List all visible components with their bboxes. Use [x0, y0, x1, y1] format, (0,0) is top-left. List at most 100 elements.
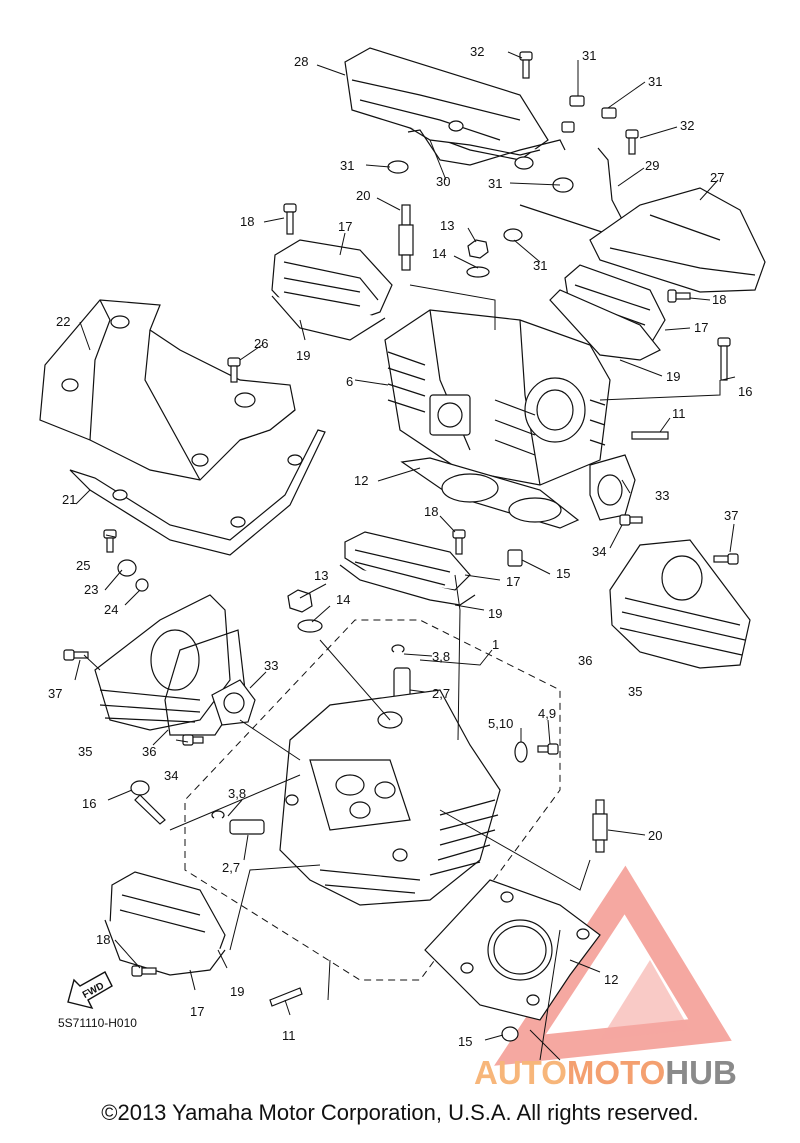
part-label: 16 [82, 796, 96, 811]
part-label: 17 [338, 219, 352, 234]
part-label: 20 [648, 828, 662, 843]
part-label: 3,8 [432, 649, 450, 664]
copyright-notice: ©2013 Yamaha Motor Corporation, U.S.A. A… [101, 1100, 699, 1125]
reference-code: 5S71110-H010 [58, 1016, 137, 1030]
part-label: 35 [628, 684, 642, 699]
gasket-12-top [400, 457, 580, 529]
part-label: 32 [470, 44, 484, 59]
gasket-33-left [211, 679, 256, 726]
watermark-text: AUTOMOTOHUB [474, 1054, 737, 1092]
part-label: 12 [604, 972, 618, 987]
part-label: 22 [56, 314, 70, 329]
gasket-33-top [589, 454, 636, 521]
assembly-outline [184, 619, 561, 981]
part-label: 19 [230, 984, 244, 999]
part-label: 18 [424, 504, 438, 519]
bolt-18-mid [452, 529, 466, 555]
part-label: 12 [354, 473, 368, 488]
part-label: 2,7 [432, 686, 450, 701]
part-label: 15 [458, 1034, 472, 1049]
bolt-34-top [619, 514, 643, 526]
cylinder-35-right [609, 539, 751, 669]
nut-13-mid [287, 589, 323, 633]
part-label: 13 [314, 568, 328, 583]
part-label: 16 [738, 384, 752, 399]
part-label: 37 [724, 508, 738, 523]
part-label: 31 [582, 48, 596, 63]
part-label: 31 [533, 258, 547, 273]
watermark-hub: HUB [665, 1054, 737, 1091]
bolt-32-right [625, 129, 639, 155]
cover-22 [39, 299, 296, 481]
parts-23-24-25 [103, 529, 149, 592]
part-label: 4,9 [538, 706, 556, 721]
bolt-37-right [713, 553, 739, 565]
cylinder-head-1 [279, 689, 501, 906]
stud-11-top [631, 431, 669, 440]
bolt-4-9 [537, 743, 559, 755]
part-label: 18 [712, 292, 726, 307]
part-label: 1 [492, 637, 499, 652]
bolt-32-top [519, 51, 533, 79]
part-label: 27 [710, 170, 724, 185]
part-label: 24 [104, 602, 118, 617]
part-label: 11 [282, 1028, 296, 1043]
part-label: 21 [62, 492, 76, 507]
fwd-arrow-icon: FWD [67, 971, 113, 1010]
part-label: 14 [432, 246, 446, 261]
part-label: 23 [84, 582, 98, 597]
part-label: 17 [190, 1004, 204, 1019]
rocker-cover-17-top [271, 239, 393, 341]
bolt-18-right [667, 289, 691, 303]
part-labels: 28 32 31 31 32 31 30 31 29 27 20 18 17 1… [48, 44, 752, 1049]
part-label: 6 [346, 374, 353, 389]
part-label: 3,8 [228, 786, 246, 801]
cylinder-head-6 [384, 309, 611, 486]
damper-31-set [387, 95, 617, 242]
part-label: 33 [655, 488, 669, 503]
part-label: 19 [488, 606, 502, 621]
rocker-cover-17-mid [339, 531, 476, 606]
part-label: 19 [296, 348, 310, 363]
part-label: 20 [356, 188, 370, 203]
part-label: 34 [164, 768, 178, 783]
dowel-15-bottom [501, 1026, 519, 1042]
part-label: 26 [254, 336, 268, 351]
part-label: 31 [648, 74, 662, 89]
nut-13-top [466, 239, 490, 278]
part-label: 18 [240, 214, 254, 229]
part-label: 17 [694, 320, 708, 335]
part-label: 31 [340, 158, 354, 173]
bolt-16-top [717, 337, 731, 381]
part-label: 33 [264, 658, 278, 673]
part-label: 11 [672, 406, 686, 421]
part-label: 17 [506, 574, 520, 589]
valve-guide-bottom [211, 810, 265, 835]
part-label: 30 [436, 174, 450, 189]
part-label: 25 [76, 558, 90, 573]
rocker-cover-17-right [549, 264, 666, 361]
cylinder-35-left [94, 594, 231, 731]
bolt-37-left [63, 649, 89, 661]
bolt-26 [227, 357, 241, 383]
part-label: 19 [666, 369, 680, 384]
washer-5-10 [514, 741, 528, 763]
part-label: 2,7 [222, 860, 240, 875]
bolt-18-top [283, 203, 297, 235]
part-label: 18 [96, 932, 110, 947]
dowel-15-top [507, 549, 523, 567]
part-label: 36 [578, 653, 592, 668]
part-label: 36 [142, 744, 156, 759]
stud-11-bottom [269, 987, 303, 1007]
bracket-30 [407, 129, 566, 166]
cover-28 [344, 47, 549, 161]
part-label: 34 [592, 544, 606, 559]
part-label: 32 [680, 118, 694, 133]
watermark-auto: AUTO [474, 1054, 567, 1091]
part-label: 5,10 [488, 716, 513, 731]
rocker-cover-17-bottom [104, 871, 226, 976]
bolt-16-bottom [130, 780, 166, 825]
part-label: 15 [556, 566, 570, 581]
part-label: 28 [294, 54, 308, 69]
